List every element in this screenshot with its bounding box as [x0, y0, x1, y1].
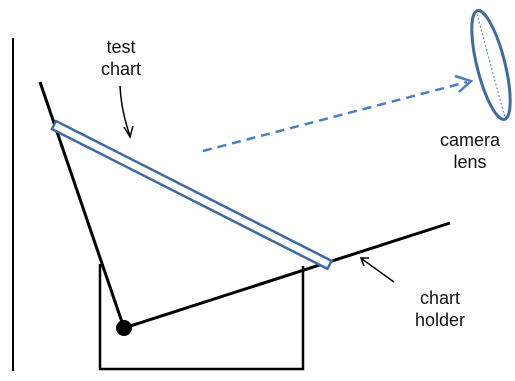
camera-lens-label-line2: lens: [453, 152, 487, 172]
camera-lens-label-line1: camera: [439, 130, 501, 150]
holder-base-arm: [123, 221, 451, 330]
test-chart-board: [50, 119, 334, 271]
test-chart-label: test chart: [86, 36, 156, 80]
holder-back-arm: [38, 81, 126, 329]
camera-lens-label: camera lens: [434, 129, 506, 173]
camera-lens-axis: [476, 13, 506, 119]
test-chart-label-line2: chart: [100, 59, 142, 79]
test-chart-pointer-arrow: [119, 85, 134, 139]
chart-holder-pointer-arrow: [359, 257, 395, 283]
stand-box: [98, 264, 305, 371]
camera-lens-ellipse: [470, 9, 512, 121]
chart-holder-label-line1: chart: [419, 288, 461, 308]
sightline-arrow: [202, 80, 468, 153]
chart-holder-label-line2: holder: [414, 310, 466, 330]
sightline-arrowhead: [454, 74, 474, 93]
pivot-point: [116, 320, 132, 336]
chart-holder-label: chart holder: [395, 287, 485, 331]
test-chart-label-line1: test: [106, 37, 136, 57]
